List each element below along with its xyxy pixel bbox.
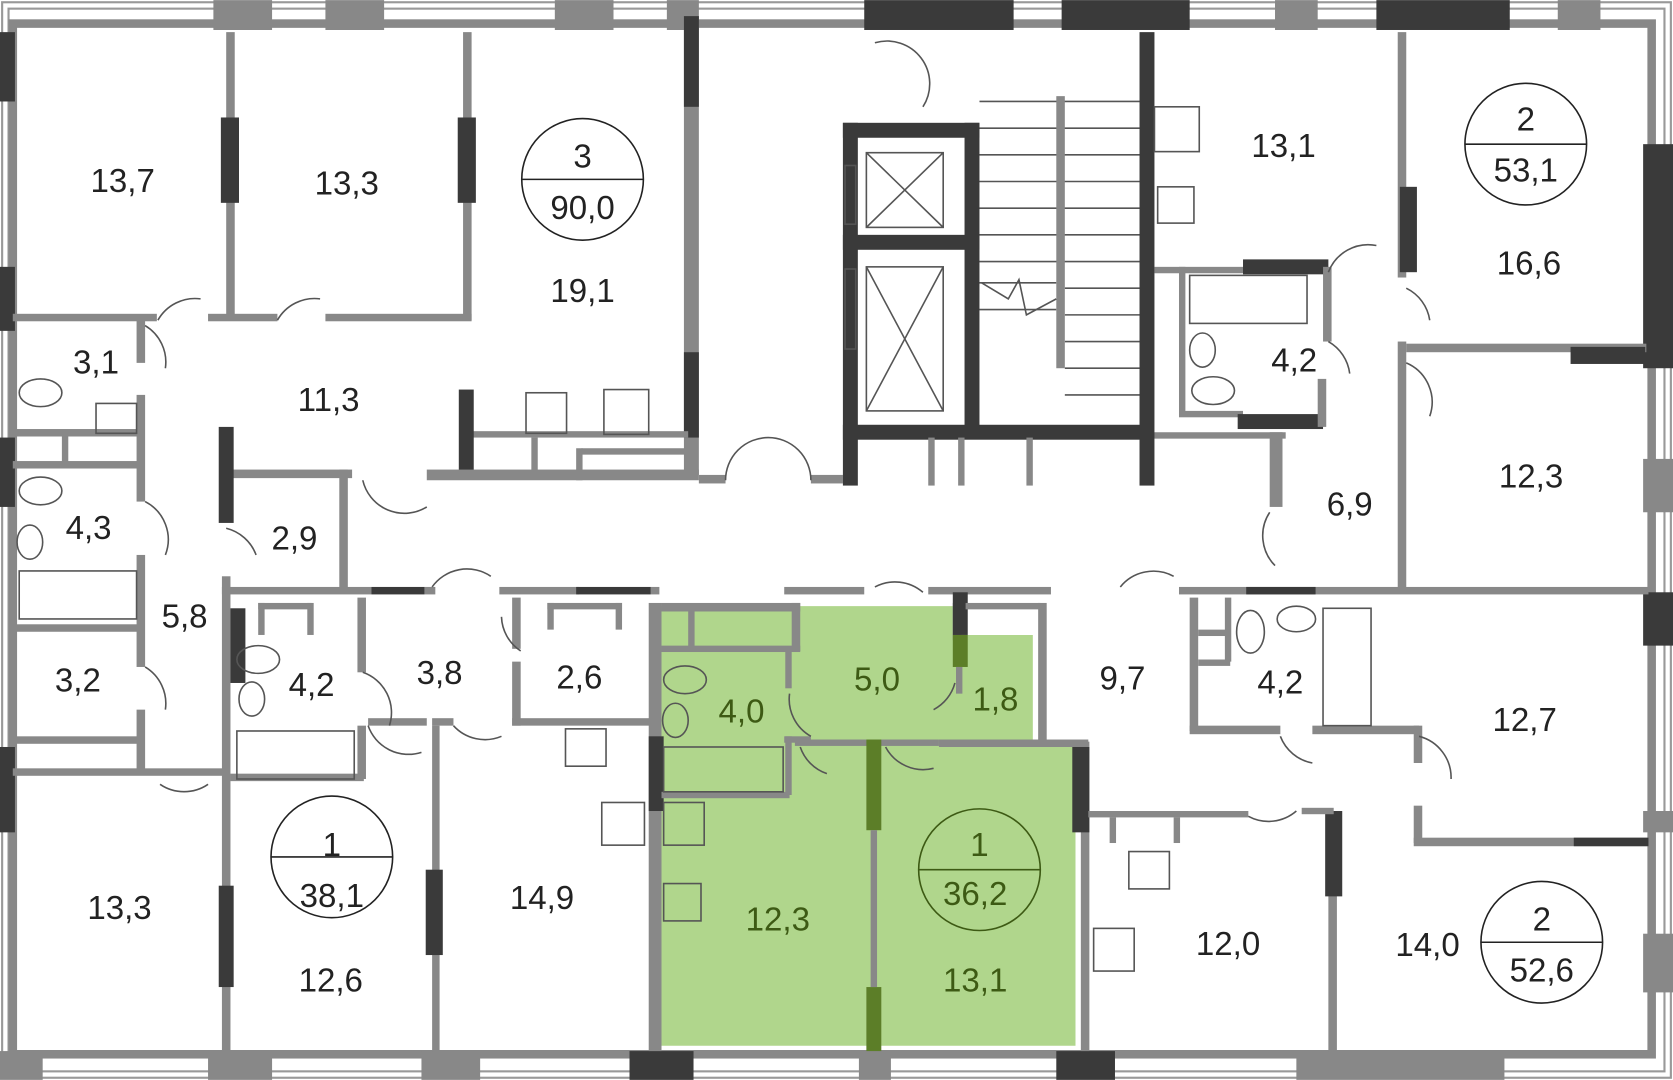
apartment-badge[interactable]: 136,2 bbox=[917, 808, 1042, 932]
room-area: 13,3 bbox=[87, 890, 151, 927]
room-area: 12,3 bbox=[746, 902, 810, 939]
room-area: 12,6 bbox=[299, 962, 363, 999]
room-area: 12,3 bbox=[1499, 459, 1563, 496]
interior-walls bbox=[12, 16, 1649, 1052]
apartment-rooms: 2 bbox=[1517, 101, 1535, 138]
room-area: 6,9 bbox=[1327, 486, 1373, 523]
apartment-rooms: 1 bbox=[970, 827, 988, 864]
apartment-area: 52,6 bbox=[1510, 953, 1574, 990]
room-area: 12,0 bbox=[1196, 926, 1260, 963]
room-area: 19,1 bbox=[550, 273, 614, 310]
room-area: 13,1 bbox=[1251, 128, 1315, 165]
room-area: 3,1 bbox=[73, 345, 119, 382]
apartment-rooms: 1 bbox=[323, 827, 341, 864]
apartment-badge[interactable]: 390,0 bbox=[520, 117, 645, 241]
apartment-area: 90,0 bbox=[550, 190, 614, 227]
room-area: 1,8 bbox=[972, 682, 1018, 719]
room-area: 4,0 bbox=[719, 693, 765, 730]
room-area: 13,7 bbox=[91, 163, 155, 200]
room-area: 12,7 bbox=[1493, 702, 1557, 739]
room-area: 4,2 bbox=[1271, 342, 1317, 379]
room-area: 9,7 bbox=[1099, 660, 1145, 697]
room-area: 5,8 bbox=[162, 598, 208, 635]
room-area: 2,6 bbox=[556, 659, 602, 696]
room-area: 4,2 bbox=[289, 667, 335, 704]
room-labels: 13,7 13,3 19,1 3,1 11,3 4,3 2,9 5,8 3,2 … bbox=[55, 128, 1563, 999]
room-area: 16,6 bbox=[1497, 245, 1561, 282]
room-area: 4,2 bbox=[1257, 665, 1303, 702]
stairwell bbox=[16, 40, 1452, 972]
apartment-badge[interactable]: 252,6 bbox=[1480, 880, 1604, 1004]
room-area: 2,9 bbox=[271, 521, 317, 558]
room-area: 11,3 bbox=[298, 382, 360, 419]
room-area: 5,0 bbox=[854, 661, 900, 698]
room-area: 14,0 bbox=[1395, 927, 1459, 964]
apartment-area: 38,1 bbox=[300, 878, 364, 915]
room-area: 3,2 bbox=[55, 663, 101, 700]
apartment-area: 53,1 bbox=[1494, 153, 1558, 190]
apartment-badge[interactable]: 138,1 bbox=[270, 795, 394, 919]
apartment-rooms: 2 bbox=[1533, 902, 1551, 939]
room-area: 13,3 bbox=[315, 165, 379, 202]
apartment-rooms: 3 bbox=[573, 139, 591, 176]
apartment-area: 36,2 bbox=[943, 876, 1007, 913]
room-area: 13,1 bbox=[943, 962, 1007, 999]
apartment-badge[interactable]: 253,1 bbox=[1464, 82, 1588, 206]
room-area: 3,8 bbox=[417, 655, 463, 692]
room-area: 4,3 bbox=[66, 510, 112, 547]
room-area: 14,9 bbox=[510, 880, 574, 917]
